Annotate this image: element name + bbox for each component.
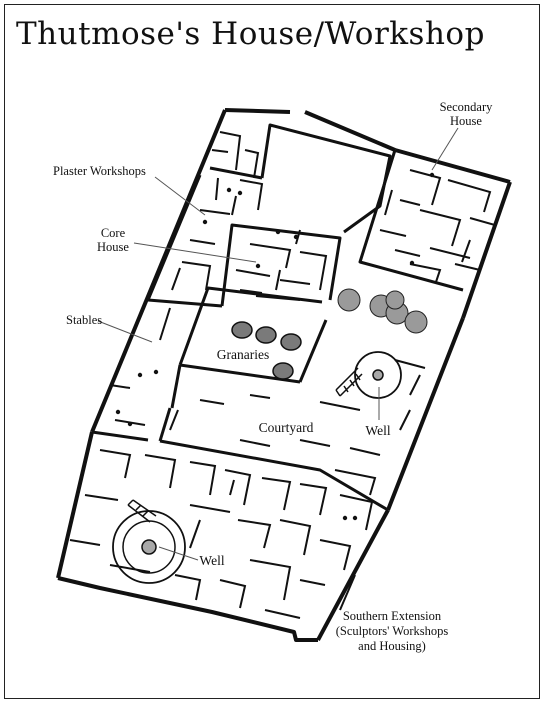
southern-extension-label-line2: (Sculptors' Workshops: [336, 624, 449, 638]
courtyard-well-label: Well: [365, 423, 390, 438]
southern-extension-label-line3: and Housing): [358, 639, 426, 653]
column-bases: [115, 172, 435, 521]
plaster-workshops-label: Plaster Workshops: [53, 164, 146, 178]
core-house-label-line1: Core: [101, 226, 126, 240]
granaries-label: Granaries: [217, 347, 269, 362]
secondary-house-label-line1: Secondary: [440, 100, 494, 114]
southern-extension-label-line1: Southern Extension: [343, 609, 442, 623]
trees: [337, 288, 428, 334]
southern-well: [112, 499, 186, 584]
map-title: Thutmose's House/Workshop: [16, 16, 485, 52]
map-labels: Secondary House Plaster Workshops Core H…: [53, 100, 493, 653]
secondary-house-label-line2: House: [450, 114, 482, 128]
stables-label: Stables: [66, 313, 102, 327]
outer-walls: [56, 108, 512, 642]
interior-walls: [91, 123, 464, 512]
granary-silos: [231, 321, 302, 380]
courtyard-well: [335, 351, 402, 399]
courtyard-label: Courtyard: [259, 420, 314, 435]
southern-well-label: Well: [199, 553, 224, 568]
leader-lines: [97, 127, 459, 561]
core-house-label-line2: House: [97, 240, 129, 254]
room-partitions: [69, 131, 497, 619]
